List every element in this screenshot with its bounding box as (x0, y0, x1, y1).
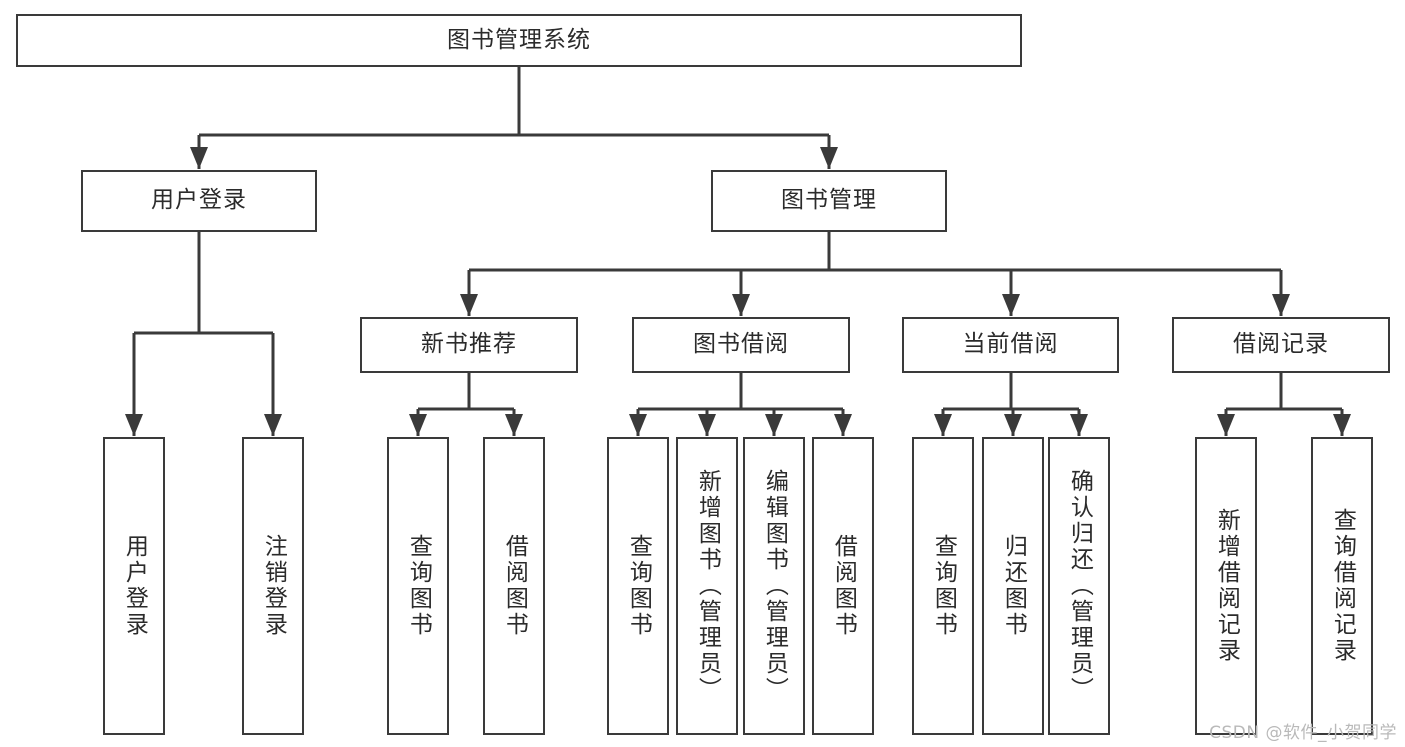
node-user-login[interactable]: 用户登录 (81, 170, 317, 232)
node-label: 当前借阅 (962, 331, 1059, 358)
arrowhead-icon (1217, 414, 1235, 436)
node-leaf-bb-query[interactable]: 查询图书 (607, 437, 669, 735)
arrowhead-icon (765, 414, 783, 436)
node-root[interactable]: 图书管理系统 (16, 14, 1022, 67)
arrowhead-icon (190, 147, 208, 169)
node-label: 编辑图书（管理员） (761, 469, 788, 703)
watermark-text: CSDN @软件_小贺同学 (1209, 723, 1397, 743)
node-leaf-user-logout[interactable]: 注销登录 (242, 437, 304, 735)
arrowhead-icon (1333, 414, 1351, 436)
arrowhead-icon (820, 147, 838, 169)
arrowhead-icon (732, 294, 750, 316)
arrowhead-icon (460, 294, 478, 316)
node-leaf-cb-return[interactable]: 归还图书 (982, 437, 1044, 735)
arrowhead-icon (505, 414, 523, 436)
arrowhead-icon (1004, 414, 1022, 436)
arrowhead-icon (629, 414, 647, 436)
node-label: 图书管理 (781, 187, 877, 214)
node-label: 图书借阅 (693, 331, 789, 358)
node-leaf-cb-query[interactable]: 查询图书 (912, 437, 974, 735)
node-label: 查询借阅记录 (1329, 508, 1356, 664)
node-label: 查询图书 (405, 534, 432, 638)
node-label: 注销登录 (260, 534, 287, 638)
arrowhead-icon (1070, 414, 1088, 436)
arrowhead-icon (1002, 294, 1020, 316)
node-leaf-rec-query[interactable]: 查询图书 (387, 437, 449, 735)
node-current-borrow[interactable]: 当前借阅 (902, 317, 1119, 373)
arrowhead-icon (1272, 294, 1290, 316)
node-label: 借阅图书 (830, 534, 857, 638)
node-leaf-bb-borrow[interactable]: 借阅图书 (812, 437, 874, 735)
node-leaf-bb-add[interactable]: 新增图书（管理员） (676, 437, 738, 735)
node-leaf-rec-borrow[interactable]: 借阅图书 (483, 437, 545, 735)
arrowhead-icon (409, 414, 427, 436)
node-leaf-user-login[interactable]: 用户登录 (103, 437, 165, 735)
node-label: 查询图书 (625, 534, 652, 638)
arrowhead-icon (934, 414, 952, 436)
node-label: 借阅图书 (501, 534, 528, 638)
node-label: 用户登录 (121, 534, 148, 638)
node-book-manage[interactable]: 图书管理 (711, 170, 947, 232)
node-label: 图书管理系统 (447, 26, 591, 53)
node-label: 新增图书（管理员） (694, 469, 721, 703)
node-leaf-cb-confirm[interactable]: 确认归还（管理员） (1048, 437, 1110, 735)
node-label: 归还图书 (1000, 534, 1027, 638)
arrowhead-icon (264, 414, 282, 436)
node-label: 查询图书 (930, 534, 957, 638)
node-borrow-record[interactable]: 借阅记录 (1172, 317, 1390, 373)
node-label: 用户登录 (151, 187, 247, 214)
node-leaf-br-add[interactable]: 新增借阅记录 (1195, 437, 1257, 735)
arrowhead-icon (125, 414, 143, 436)
node-label: 新书推荐 (421, 331, 517, 358)
node-book-borrow[interactable]: 图书借阅 (632, 317, 850, 373)
node-leaf-br-query[interactable]: 查询借阅记录 (1311, 437, 1373, 735)
node-label: 新增借阅记录 (1213, 508, 1240, 664)
node-new-book-rec[interactable]: 新书推荐 (360, 317, 578, 373)
arrowhead-icon (698, 414, 716, 436)
node-label: 确认归还（管理员） (1066, 469, 1093, 703)
node-label: 借阅记录 (1233, 331, 1329, 358)
arrowhead-icon (834, 414, 852, 436)
node-leaf-bb-edit[interactable]: 编辑图书（管理员） (743, 437, 805, 735)
